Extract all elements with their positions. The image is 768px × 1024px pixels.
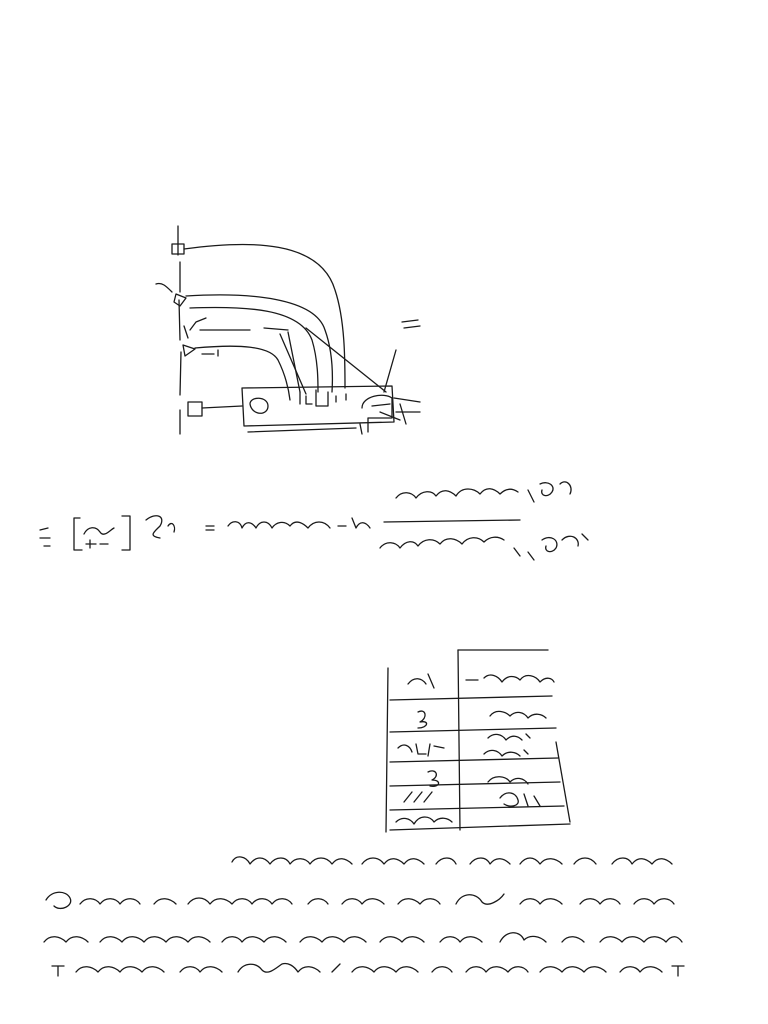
row-line-5 bbox=[390, 806, 564, 810]
equals-sign bbox=[206, 526, 214, 530]
dashed-wire bbox=[200, 328, 288, 330]
connector-block-3 bbox=[183, 345, 195, 356]
cell-value-5 bbox=[404, 792, 432, 802]
numerator-tail bbox=[528, 482, 571, 502]
cell-value-4 bbox=[428, 771, 439, 786]
relay-housing bbox=[362, 395, 392, 432]
equals-mark bbox=[402, 320, 420, 328]
cell-label-1 bbox=[466, 675, 554, 682]
exponent-squiggle bbox=[146, 516, 175, 538]
connector-block-4 bbox=[188, 402, 202, 416]
paragraph-line-2 bbox=[46, 892, 674, 908]
denominator-tick bbox=[514, 548, 520, 556]
handwritten-paragraph bbox=[44, 857, 684, 976]
denominator-text bbox=[380, 537, 504, 548]
cell-value-3 bbox=[398, 744, 444, 756]
paragraph-line-3 bbox=[44, 933, 682, 942]
cell-label-5 bbox=[500, 793, 540, 806]
bracket-left bbox=[74, 518, 82, 550]
wire-drop-b bbox=[280, 334, 306, 394]
relay-contacts bbox=[372, 398, 420, 424]
row-line-2 bbox=[390, 728, 556, 732]
wire-4-terminal bbox=[202, 350, 218, 356]
cell-value-2 bbox=[418, 711, 427, 728]
paragraph-line-4 bbox=[52, 963, 684, 976]
cell-label-3a bbox=[488, 734, 530, 740]
tick-mark bbox=[156, 283, 172, 292]
bracket-content bbox=[84, 528, 114, 534]
table-column-divider bbox=[458, 650, 460, 830]
small-marks bbox=[184, 318, 206, 338]
wire-1 bbox=[184, 244, 345, 388]
wiring-sketch bbox=[156, 226, 420, 434]
bracket-right bbox=[122, 516, 130, 550]
denominator-tail bbox=[528, 534, 588, 560]
numerator-text bbox=[396, 489, 518, 498]
feed-line bbox=[202, 406, 242, 408]
cell-value-1 bbox=[408, 674, 434, 688]
formula-prefix bbox=[40, 528, 50, 546]
cell-label-2 bbox=[490, 711, 546, 718]
row-line-3 bbox=[390, 758, 558, 762]
paragraph-line-1 bbox=[232, 857, 672, 864]
left-rail bbox=[178, 226, 181, 434]
cell-value-6 bbox=[396, 817, 452, 824]
fraction-bar bbox=[384, 520, 520, 522]
round-terminal bbox=[250, 398, 268, 413]
cell-label-3b bbox=[484, 750, 528, 756]
formula-word-2 bbox=[338, 518, 370, 528]
wire-drop-a bbox=[288, 332, 300, 392]
row-line-6 bbox=[390, 824, 570, 830]
wire-3 bbox=[190, 307, 318, 392]
pin-row bbox=[300, 390, 346, 406]
handwritten-table bbox=[386, 650, 570, 832]
table-left-border bbox=[386, 668, 388, 832]
formula-word-1 bbox=[228, 522, 330, 528]
bracket-subscript bbox=[86, 540, 108, 548]
row-line-1 bbox=[390, 696, 552, 700]
row-line-4 bbox=[390, 782, 560, 786]
handwritten-formula bbox=[40, 482, 588, 560]
connector-block-2 bbox=[174, 294, 186, 306]
